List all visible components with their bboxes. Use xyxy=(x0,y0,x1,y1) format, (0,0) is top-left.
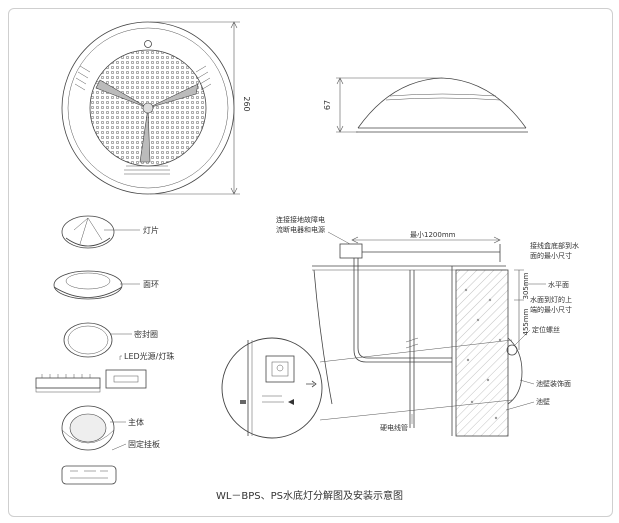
water-level-label: 水平面 xyxy=(548,280,569,289)
dim-305: 305mm xyxy=(522,272,530,299)
detail-magnifier xyxy=(221,337,323,439)
box-note-line2: 面的最小尺寸 xyxy=(530,251,572,260)
exploded-view: 灯片 面环 密封圈 LED光源/灯珠 主体 固定挂板 xyxy=(35,215,174,485)
part-label-plate: 固定挂板 xyxy=(128,439,160,449)
part-label-body: 主体 xyxy=(128,417,144,427)
installation-view: 最小1200mm 连接接地故障电 流断电器和电源 305mm 45 xyxy=(276,215,579,437)
part-label-face-ring: 面环 xyxy=(143,280,159,289)
niche-label: 池壁装饰面 xyxy=(536,379,571,388)
screw-label: 定位螺丝 xyxy=(532,325,560,334)
dim-min-1200: 最小1200mm xyxy=(410,230,456,239)
pool-wall-label: 池壁 xyxy=(536,397,550,406)
lamp-note-line2: 端的最小尺寸 xyxy=(530,305,572,314)
cable-note-line1: 连接接地故障电 xyxy=(276,215,325,224)
dim-260: 260 xyxy=(242,96,251,111)
figure-caption: WL－BPS、PS水底灯分解图及安装示意图 xyxy=(215,491,404,502)
cable-note-line2: 流断电器和电源 xyxy=(276,225,325,234)
front-view: 260 xyxy=(61,21,251,195)
part-label-led: LED光源/灯珠 xyxy=(124,351,174,361)
drawing-frame xyxy=(8,8,613,517)
side-view: 67 xyxy=(323,77,528,133)
box-note-line1: 接线盒底部到水 xyxy=(530,241,579,250)
conduit-label: 硬电线管 xyxy=(380,423,408,432)
dim-455: 455mm xyxy=(522,308,530,335)
part-label-gasket: 密封圈 xyxy=(134,329,158,339)
dim-67: 67 xyxy=(323,100,332,110)
part-label-lens: 灯片 xyxy=(143,225,159,235)
lamp-note-line1: 水面到灯的上 xyxy=(530,295,572,304)
